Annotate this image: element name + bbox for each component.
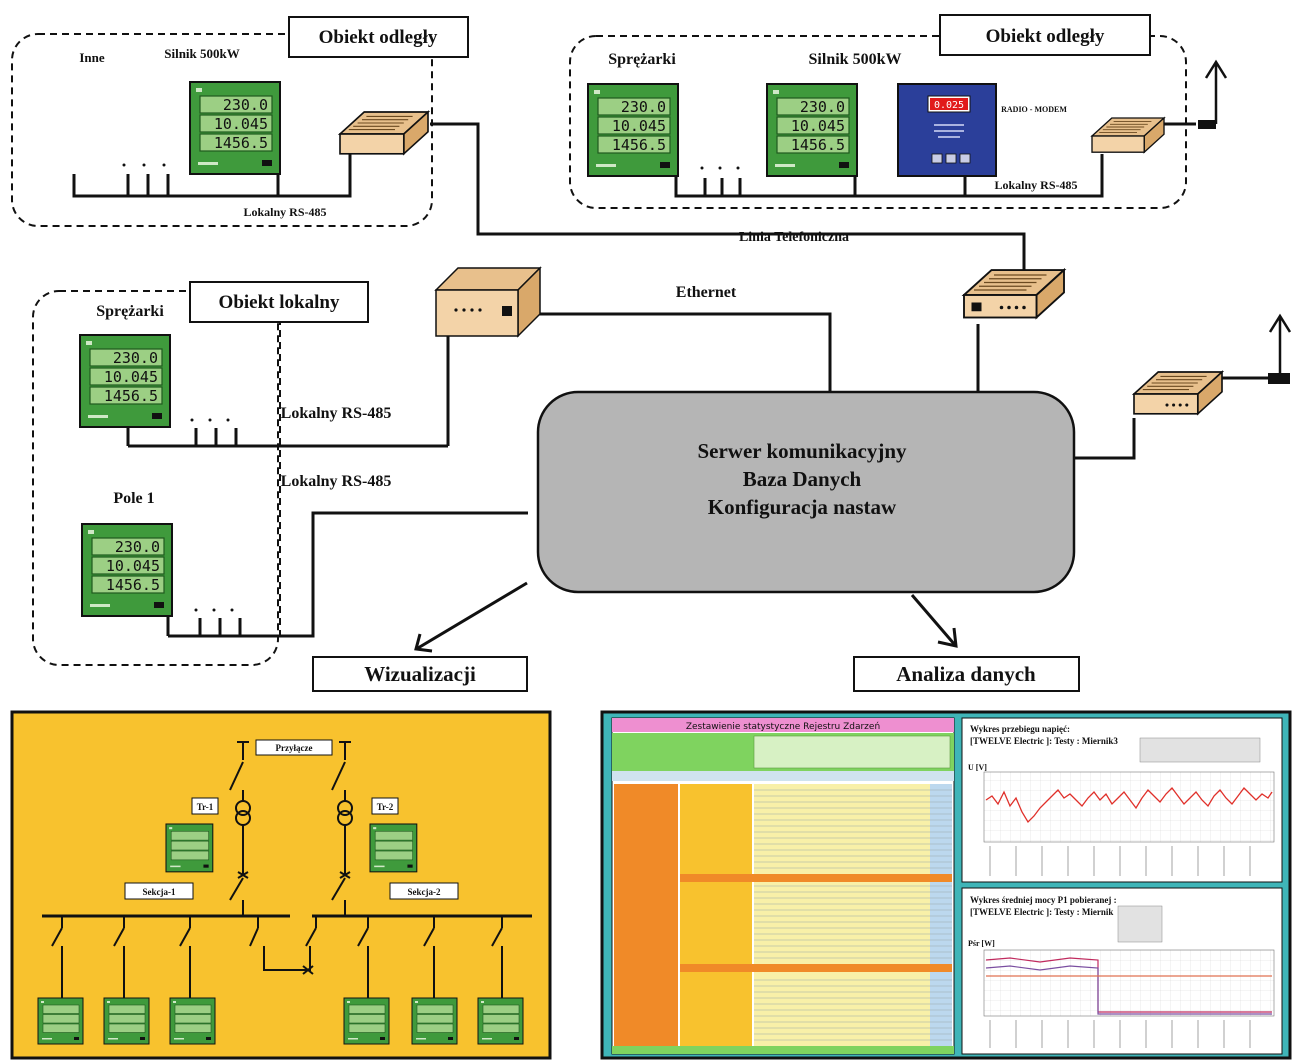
scada-sekcja-1: Sekcja-1 <box>143 887 176 897</box>
remote-right-frame <box>569 35 1187 209</box>
chart2-power-traces <box>985 957 1272 1015</box>
meter-value-2: 10.045 <box>106 557 160 575</box>
controller-display: 0.025 <box>934 100 964 111</box>
meter-value-1: 230.0 <box>223 96 268 114</box>
meter-value-1: 230.0 <box>800 98 845 116</box>
label-rs485-right: Lokalny RS-485 <box>994 178 1077 192</box>
telephone-modem <box>963 269 1065 319</box>
visualization-box <box>312 656 528 692</box>
rs485-bus-remote-left <box>72 152 352 198</box>
meter-local-1: 230.0 10.045 1456.5 <box>79 334 171 428</box>
meter-value-1: 230.0 <box>115 538 160 556</box>
meter-remote-right-1: 230.0 10.045 1456.5 <box>587 83 679 177</box>
label-rs485-left: Lokalny RS-485 <box>243 205 326 219</box>
meter-value-1: 230.0 <box>621 98 666 116</box>
meter-value-3: 1456.5 <box>214 134 268 152</box>
remote-left-title: Obiekt odległy <box>319 27 438 48</box>
server-line-1: Serwer komunikacyjny <box>697 439 907 463</box>
local-title: Obiekt lokalny <box>219 292 340 313</box>
chart2-title: Wykres średniej mocy P1 pobieranej : <box>970 895 1117 905</box>
analysis-label: Analiza danych <box>896 662 1036 686</box>
antenna-icon-server <box>1268 313 1292 384</box>
label-silnik-left: Silnik 500kW <box>164 46 240 61</box>
server-line-3: Konfiguracja nastaw <box>708 495 897 519</box>
label-silnik-right: Silnik 500kW <box>809 51 902 68</box>
meter-value-2: 10.045 <box>214 115 268 133</box>
bus-ellipsis <box>194 608 234 612</box>
analysis-panel: Zestawienie statystyczne Rejestru Zdarze… <box>600 710 1292 1060</box>
meter-value-3: 1456.5 <box>612 136 666 154</box>
server-line-2: Baza Danych <box>743 467 862 491</box>
chart2-subtitle: [TWELVE Electric ]: Testy : Miernik <box>970 907 1113 917</box>
meter-value-3: 1456.5 <box>104 387 158 405</box>
meter-value-3: 1456.5 <box>106 576 160 594</box>
label-pole-1: Pole 1 <box>113 490 154 507</box>
label-sprezarki-right: Sprężarki <box>608 51 676 68</box>
analysis-table-title: Zestawienie statystyczne Rejestru Zdarze… <box>686 722 880 732</box>
chart1-title: Wykres przebiegu napięć: <box>970 724 1070 734</box>
radio-modem-server <box>1133 371 1223 415</box>
meter-value-2: 10.045 <box>791 117 845 135</box>
label-ethernet: Ethernet <box>676 284 737 301</box>
meter-value-1: 230.0 <box>113 349 158 367</box>
analysis-box <box>853 656 1080 692</box>
label-radio-modem: RADIO - MODEM <box>1001 105 1067 114</box>
meter-value-2: 10.045 <box>104 368 158 386</box>
local-title-box <box>189 281 369 323</box>
modem-remote-left <box>339 111 429 155</box>
meter-local-2: 230.0 10.045 1456.5 <box>81 523 173 617</box>
scada-przylacze: Przyłącze <box>276 743 313 753</box>
chart1-ylabel: U [V] <box>968 763 987 772</box>
antenna-icon-right <box>1198 59 1228 129</box>
remote-left-frame <box>11 33 433 227</box>
local-frame <box>32 290 279 666</box>
bus-ellipsis <box>700 166 740 170</box>
meter-value-2: 10.045 <box>612 117 666 135</box>
meter-remote-left: 230.0 10.045 1456.5 <box>189 81 281 175</box>
remote-right-title-box <box>939 14 1151 56</box>
scada-sekcja-2: Sekcja-2 <box>408 887 441 897</box>
ethernet-hub <box>434 266 542 338</box>
scada-tr1: Tr-1 <box>197 802 214 812</box>
visualization-label: Wizualizacji <box>364 662 476 686</box>
meter-value-3: 1456.5 <box>791 136 845 154</box>
label-linia-telefoniczna: Linia Telefoniczna <box>739 230 849 245</box>
label-rs485-local-2: Lokalny RS-485 <box>281 473 392 490</box>
meter-remote-right-2: 230.0 10.045 1456.5 <box>766 83 858 177</box>
remote-right-title: Obiekt odległy <box>986 26 1105 47</box>
bus-ellipsis <box>190 418 230 422</box>
scada-tr2: Tr-2 <box>377 802 394 812</box>
remote-left-title-box <box>288 16 469 58</box>
radio-modem-right <box>1091 117 1165 153</box>
rs485-bus-local-1 <box>126 427 238 446</box>
chart2-ylabel: Pśr [W] <box>968 939 995 948</box>
controller-device: 0.025 <box>897 83 997 177</box>
bus-ellipsis <box>122 163 166 167</box>
scada-panel: Przyłącze Tr-1 Tr-2 Sekcja-1 Sekcja-2 <box>10 710 552 1060</box>
label-inne: Inne <box>79 50 105 65</box>
arrows <box>414 581 958 653</box>
chart1-subtitle: [TWELVE Electric ]: Testy : Miernik3 <box>970 736 1118 746</box>
rs485-bus-remote-right <box>674 154 1104 198</box>
chart1-voltage-trace <box>985 787 1273 824</box>
label-rs485-local-1: Lokalny RS-485 <box>281 405 392 422</box>
server-box <box>536 390 1076 594</box>
label-sprezarki-local: Sprężarki <box>96 303 164 320</box>
rs485-bus-local-2 <box>166 616 242 636</box>
